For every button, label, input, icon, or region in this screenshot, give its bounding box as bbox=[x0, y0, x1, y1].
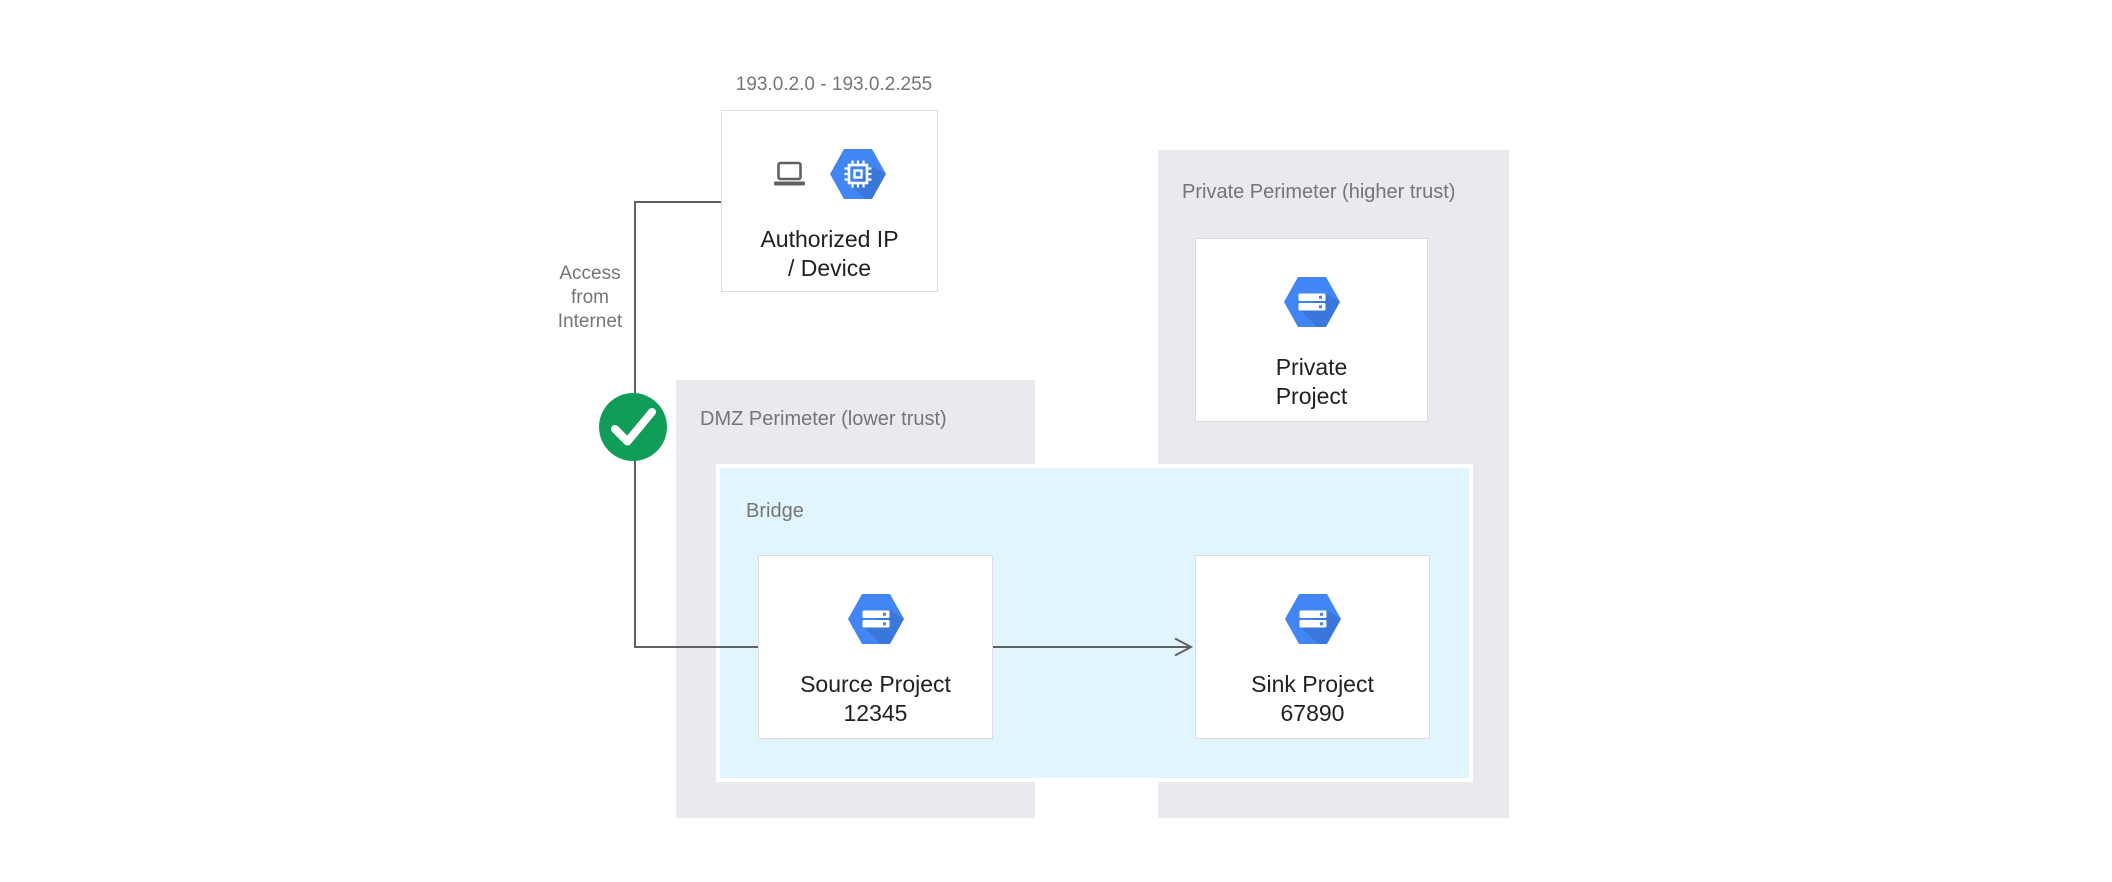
private-project-label-line1: Private bbox=[1275, 354, 1348, 380]
source-project-node: Source Project 12345 bbox=[758, 555, 993, 739]
sink-label-id: 67890 bbox=[1280, 700, 1345, 726]
authorized-icon-row bbox=[722, 149, 937, 199]
authorized-label-line1: Authorized IP bbox=[760, 226, 899, 252]
private-perimeter-label: Private Perimeter (higher trust) bbox=[1182, 181, 1456, 203]
chip-hexagon-icon bbox=[830, 149, 886, 199]
project-hexagon-icon bbox=[1284, 594, 1341, 644]
private-project-node: Private Project bbox=[1195, 238, 1428, 422]
sink-project-node: Sink Project 67890 bbox=[1195, 555, 1430, 739]
bridge-label: Bridge bbox=[746, 500, 804, 522]
sink-label-name: Sink Project bbox=[1251, 671, 1374, 697]
sink-icon-row bbox=[1196, 594, 1429, 644]
authorized-ip-device-node: Authorized IP / Device bbox=[721, 110, 938, 292]
source-label-id: 12345 bbox=[843, 700, 908, 726]
project-hexagon-icon bbox=[847, 594, 904, 644]
dmz-perimeter-label: DMZ Perimeter (lower trust) bbox=[700, 408, 947, 430]
access-label-line: Internet bbox=[557, 311, 623, 332]
access-label-line: Access bbox=[559, 263, 621, 284]
authorized-node-label: Authorized IP / Device bbox=[722, 225, 937, 283]
private-project-label: Private Project bbox=[1196, 353, 1427, 411]
ip-range-label: 193.0.2.0 - 193.0.2.255 bbox=[735, 74, 933, 95]
sink-node-label: Sink Project 67890 bbox=[1196, 670, 1429, 728]
private-project-label-line2: Project bbox=[1275, 383, 1348, 409]
access-label-line: from bbox=[571, 287, 609, 308]
source-icon-row bbox=[759, 594, 992, 644]
source-label-name: Source Project bbox=[800, 671, 951, 697]
project-hexagon-icon bbox=[1283, 277, 1340, 327]
laptop-icon bbox=[774, 161, 805, 186]
source-node-label: Source Project 12345 bbox=[759, 670, 992, 728]
check-icon bbox=[599, 393, 667, 461]
authorized-label-line2: / Device bbox=[787, 255, 872, 281]
access-from-internet-label: Access from Internet bbox=[558, 262, 622, 334]
private-project-icon-row bbox=[1196, 277, 1427, 327]
